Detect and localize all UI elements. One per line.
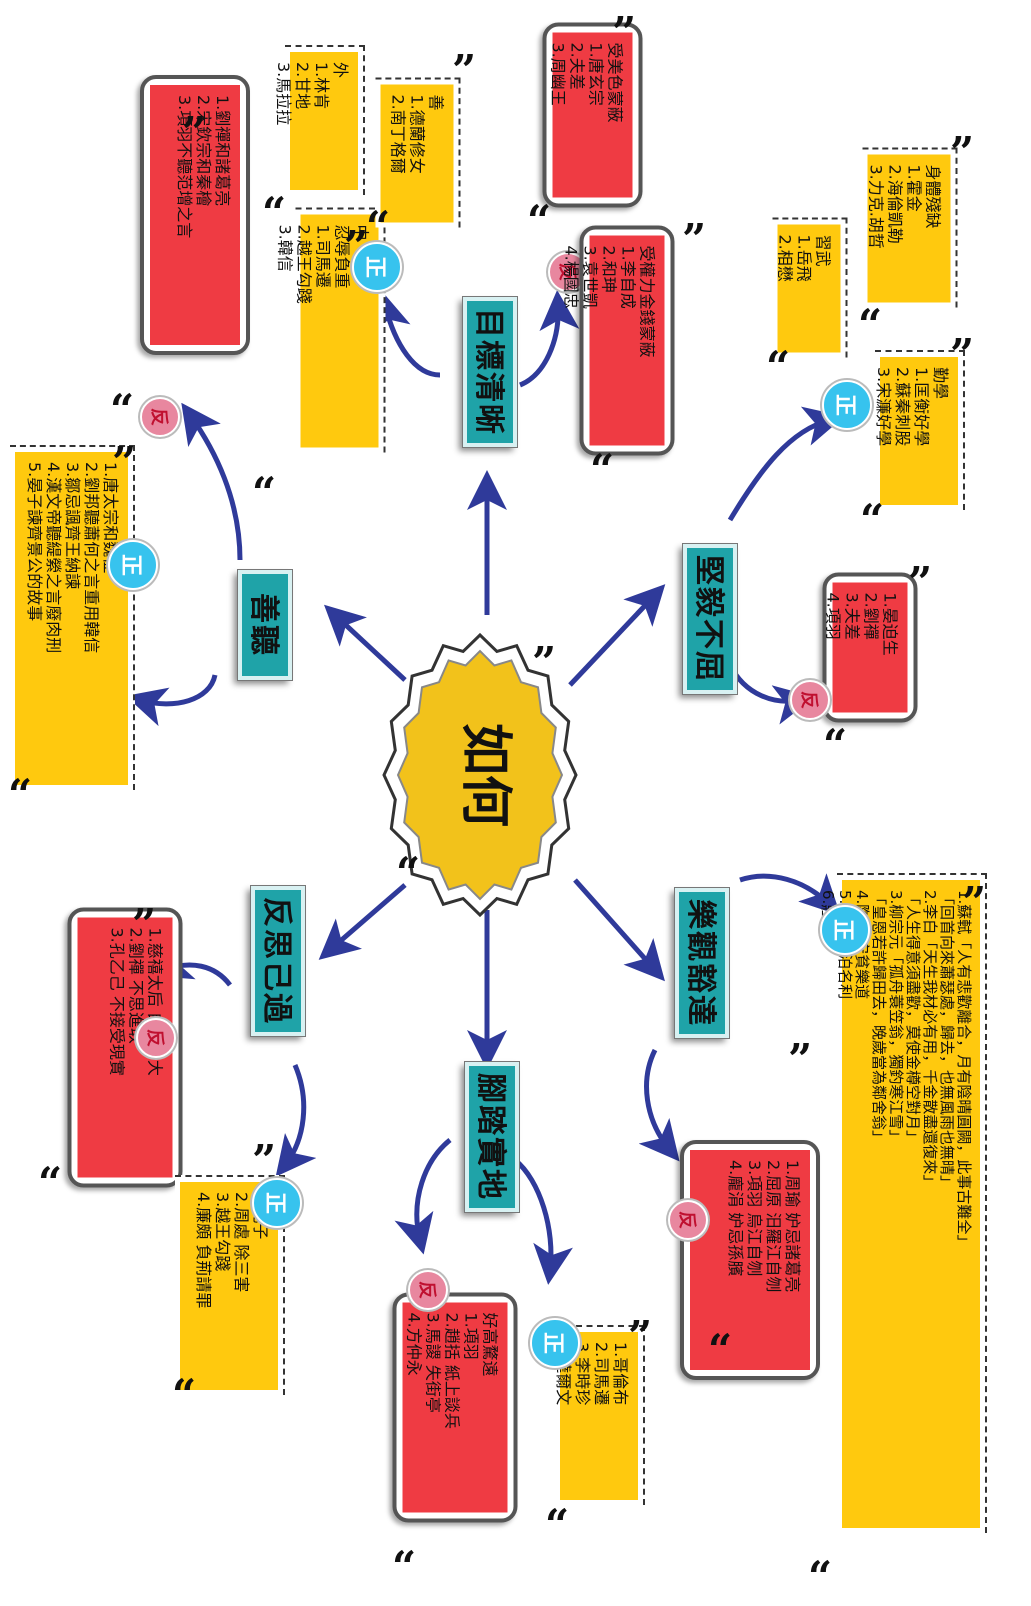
- arrow-center-persevere: [568, 584, 666, 687]
- quote-mark: “: [392, 1542, 417, 1591]
- quote-mark: ”: [788, 1035, 813, 1084]
- hub-reflect[interactable]: 反思己過: [250, 883, 306, 1039]
- arrow-persist-pos: [727, 406, 845, 522]
- quote-mark: “: [858, 300, 883, 349]
- hub-listen[interactable]: 善聽: [237, 567, 293, 683]
- note-persist-body: 身體殘缺 1.霍金 2.海倫凱勒 3.力克.胡哲: [867, 154, 951, 303]
- quote-mark: ”: [132, 900, 157, 949]
- quote-mark: “: [527, 196, 552, 245]
- arrow-reflect-pos: [275, 1064, 317, 1177]
- note-persist-negative-frame: 1.晏迫生 2.劉禪 3.夫差 4.項羽: [822, 572, 918, 723]
- quote-mark: ”: [628, 1312, 653, 1361]
- quote-mark: “: [545, 1500, 570, 1549]
- note-goal-negative2: 受權力金錢蒙蔽 1.李自成 2.和珅 3.袁世凱 4.楊國忠: [562, 235, 665, 446]
- quote-mark: ”: [252, 1136, 277, 1185]
- hub-persevere[interactable]: 堅毅不屈: [682, 541, 738, 697]
- quote-mark: ”: [950, 330, 975, 379]
- note-persist-martial: 習武 1.岳飛 2.相懋: [776, 224, 841, 353]
- quote-mark: “: [110, 385, 135, 434]
- note-goal-outer: 外 1.林肯 2.甘地 3.馬拉拉: [274, 52, 358, 190]
- quote-mark: ”: [950, 128, 975, 177]
- quote-mark: “: [366, 202, 391, 251]
- quote-mark: ”: [112, 438, 137, 487]
- note-practical-negative: 好高騖遠 1.項羽 2.趙括 紙上談兵 3.馬謖 失街亭 4.方仲永: [402, 1302, 508, 1513]
- quote-mark: ”: [908, 558, 933, 607]
- arrow-center-optimist: [573, 878, 665, 982]
- arrow-goal-pos: [371, 290, 441, 378]
- badge-practical-positive: 正: [530, 1318, 580, 1368]
- badge-persist-positive: 正: [822, 380, 872, 430]
- arrow-optimist-pos: [739, 873, 841, 916]
- badge-optimist-negative: 反: [668, 1200, 708, 1240]
- hub-practical[interactable]: 腳踏實地: [464, 1059, 520, 1215]
- note-optimist-positive: 1.蘇軾「人有悲歡離合，月有陰晴圓闕，此事古難全」 「回首向來蕭瑟處，歸去，也無…: [819, 880, 980, 1528]
- quote-mark: “: [38, 1158, 63, 1207]
- note-persist-negative: 1.晏迫生 2.劉禪 3.夫差 4.項羽: [824, 582, 908, 713]
- center-title: 如何: [455, 722, 515, 827]
- quote-mark: “: [708, 1325, 733, 1374]
- badge-persist-negative: 反: [790, 680, 830, 720]
- hub-goal[interactable]: 目標清晰: [462, 294, 518, 450]
- arrow-practical-neg: [394, 1138, 452, 1255]
- arrow-center-listen: [324, 604, 407, 682]
- quote-mark: ”: [344, 222, 369, 271]
- quote-mark: “: [262, 188, 287, 237]
- badge-listen-negative: 反: [140, 397, 180, 437]
- quote-mark: “: [823, 720, 848, 769]
- quote-mark: ”: [532, 638, 557, 687]
- note-practical-negative-frame: 好高騖遠 1.項羽 2.趙括 紙上談兵 3.馬謖 失街亭 4.方仲永: [392, 1292, 518, 1523]
- badge-reflect-positive: 正: [252, 1178, 302, 1228]
- quote-mark: ”: [452, 46, 477, 95]
- quote-mark: “: [8, 770, 33, 819]
- badge-reflect-negative: 反: [136, 1018, 176, 1058]
- quote-mark: “: [590, 445, 615, 494]
- note-optimist-negative-frame: 1.周瑜 妒忌諸葛亮 2.屈原 汨羅江自刎 3.項羽 烏江自刎 4.龐涓 妒忌孫…: [680, 1140, 820, 1380]
- note-persist-martial-frame: 習武 1.岳飛 2.相懋: [772, 217, 848, 358]
- quote-mark: ”: [612, 8, 637, 57]
- center-burst: [382, 632, 578, 918]
- badge-practical-negative: 反: [408, 1270, 448, 1310]
- note-goal-negative2-frame: 受權力金錢蒙蔽 1.李自成 2.和珅 3.袁世凱 4.楊國忠: [562, 225, 675, 456]
- quote-mark: ”: [682, 215, 707, 264]
- badge-optimist-positive: 正: [820, 905, 870, 955]
- arrow-optimist-neg: [638, 1048, 680, 1162]
- quote-mark: “: [252, 468, 277, 517]
- quote-mark: ”: [182, 108, 207, 157]
- arrow-goal-neg: [518, 290, 580, 388]
- arrow-listen-neg: [181, 402, 243, 561]
- note-optimist-positive-frame: 1.蘇軾「人有悲歡離合，月有陰晴圓闕，此事古難全」 「回首向來蕭瑟處，歸去，也無…: [819, 873, 987, 1533]
- arrow-practical-pos: [513, 1158, 573, 1285]
- badge-listen-positive: 正: [108, 540, 158, 590]
- quote-mark: ”: [962, 878, 987, 927]
- hub-optimist[interactable]: 樂觀豁達: [674, 885, 730, 1041]
- arrow-center-reflect: [318, 883, 407, 960]
- quote-mark: “: [860, 495, 885, 544]
- note-goal-negative1: 受美色蒙蔽 1.唐玄宗 2.夫差 3.周幽王: [549, 32, 633, 198]
- quote-mark: “: [808, 1552, 833, 1601]
- quote-mark: “: [766, 342, 791, 391]
- note-listen-positive-frame: 1.唐太宗和魏征 2.劉邦聽蕭何之言重用韓信 3.鄒忌諷齊王納諫 4.漢文帝聽緹…: [10, 445, 135, 790]
- note-goal-good: 善 1.德蘭修女 2.南丁格爾: [380, 84, 454, 223]
- quote-mark: “: [396, 848, 421, 897]
- note-listen-positive: 1.唐太宗和魏征 2.劉邦聽蕭何之言重用韓信 3.鄒忌諷齊王納諫 4.漢文帝聽緹…: [15, 452, 128, 785]
- note-persist-study: 勤學 1.匡衡好學 2.蘇秦刺股 3.宋濂好學: [874, 357, 958, 505]
- quote-mark: “: [172, 1370, 197, 1419]
- arrow-listen-pos: [125, 674, 218, 727]
- note-persist-body-frame: 身體殘缺 1.霍金 2.海倫凱勒 3.力克.胡哲: [862, 147, 958, 308]
- badge-goal-positive: 正: [352, 242, 402, 292]
- note-goal-outer-frame: 外 1.林肯 2.甘地 3.馬拉拉: [274, 45, 365, 195]
